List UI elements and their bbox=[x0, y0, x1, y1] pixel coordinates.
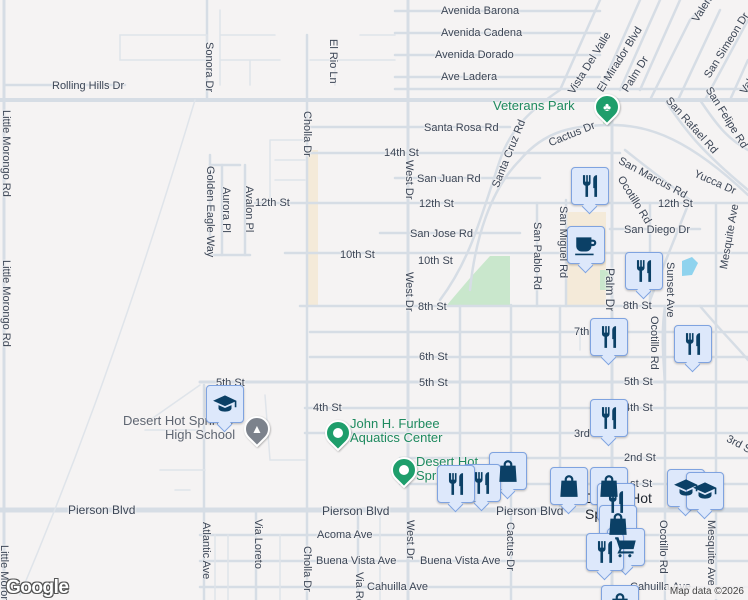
street-label-vertical: Via Real bbox=[353, 572, 365, 600]
street-label: Santa Rosa Rd bbox=[424, 122, 499, 134]
street-label-vertical: Aurora Pl bbox=[220, 187, 232, 233]
street-label-vertical: West Dr bbox=[403, 160, 415, 200]
street-label: 10th St bbox=[340, 249, 375, 261]
street-label-vertical: Golden Eagle Way bbox=[204, 166, 216, 258]
school-marker[interactable] bbox=[686, 472, 724, 510]
street-label: Rolling Hills Dr bbox=[52, 80, 125, 92]
poi-label-aquatics-center[interactable]: Aquatics Center bbox=[350, 430, 443, 445]
cafe-marker[interactable] bbox=[567, 226, 605, 264]
street-label: Avenida Dorado bbox=[435, 49, 514, 61]
graduation-cap-icon bbox=[212, 391, 238, 417]
street-label-vertical: Atlantic Ave bbox=[200, 522, 212, 580]
graduation-cap-icon bbox=[692, 478, 718, 504]
street-label-vertical: Sunset Ave bbox=[664, 262, 676, 318]
shopping-marker[interactable] bbox=[489, 452, 527, 490]
fork-knife-icon bbox=[443, 471, 469, 497]
street-label: 12th St bbox=[658, 198, 693, 210]
street-label-vertical: San Pablo Rd bbox=[531, 222, 543, 290]
street-label: Buena Vista Ave bbox=[420, 555, 501, 567]
major-road-label: Pierson Blvd bbox=[496, 504, 564, 518]
fork-knife-icon bbox=[596, 324, 622, 350]
google-logo[interactable]: Google bbox=[6, 577, 69, 598]
street-label: San Juan Rd bbox=[417, 173, 481, 185]
shopping-bag-icon bbox=[607, 591, 633, 600]
shopping-bag-icon bbox=[495, 458, 521, 484]
school-marker[interactable] bbox=[206, 385, 244, 423]
street-label: Acoma Ave bbox=[317, 529, 373, 541]
street-label-vertical: Cholla Dr bbox=[301, 546, 313, 592]
street-label-vertical: El Rio Ln bbox=[327, 39, 339, 84]
major-road-label: Pierson Blvd bbox=[322, 504, 390, 518]
street-label: 12th St bbox=[419, 198, 454, 210]
restaurant-marker[interactable] bbox=[586, 533, 624, 571]
restaurant-marker[interactable] bbox=[674, 325, 712, 363]
restaurant-marker[interactable] bbox=[437, 465, 475, 503]
street-label-vertical: Palm Dr bbox=[603, 268, 617, 312]
poi-label-high-school[interactable]: High School bbox=[165, 427, 236, 442]
restaurant-marker[interactable] bbox=[590, 318, 628, 356]
street-label: Ave Ladera bbox=[441, 71, 498, 83]
fork-knife-icon bbox=[680, 331, 706, 357]
street-label: 5th St bbox=[419, 377, 448, 389]
restaurant-marker[interactable] bbox=[571, 167, 609, 205]
street-label-vertical: Avalon Pl bbox=[243, 186, 255, 233]
street-label: 6th St bbox=[419, 351, 448, 363]
restaurant-marker[interactable] bbox=[590, 399, 628, 437]
street-label-vertical: Sonora Dr bbox=[203, 42, 215, 93]
major-road-label: Pierson Blvd bbox=[68, 503, 136, 517]
fork-knife-icon bbox=[631, 258, 657, 284]
street-label-vertical: Ocotillo Rd bbox=[648, 316, 660, 370]
street-label: 8th St bbox=[623, 300, 652, 312]
fork-knife-icon bbox=[577, 173, 603, 199]
street-label-vertical: Cholla Dr bbox=[301, 111, 313, 157]
street-label: Avenida Cadena bbox=[441, 27, 523, 39]
restaurant-marker[interactable] bbox=[463, 464, 501, 502]
street-label: 8th St bbox=[418, 301, 447, 313]
street-label-vertical: Via Loreto bbox=[252, 519, 264, 569]
restaurant-marker[interactable] bbox=[625, 252, 663, 290]
street-label-vertical: West Dr bbox=[403, 272, 415, 312]
street-label-vertical: Mesquite Ave bbox=[705, 520, 717, 586]
fork-knife-icon bbox=[592, 539, 618, 565]
shopping-marker[interactable] bbox=[601, 585, 639, 600]
tree-icon: ♣ bbox=[603, 100, 611, 114]
street-label: 2nd St bbox=[624, 452, 656, 464]
graduation-cap-icon: ▲ bbox=[251, 422, 263, 436]
street-label: 14th St bbox=[384, 147, 419, 159]
street-label: San Jose Rd bbox=[410, 228, 473, 240]
poi-label-aquatics-center[interactable]: John H. Furbee bbox=[350, 416, 440, 431]
street-label-vertical: Cactus Dr bbox=[504, 522, 516, 571]
street-label: 12th St bbox=[255, 197, 290, 209]
street-label: Avenida Barona bbox=[441, 5, 520, 17]
shopping-marker[interactable] bbox=[550, 467, 588, 505]
street-label: Buena Vista Ave bbox=[316, 555, 397, 567]
street-label: San Diego Dr bbox=[624, 224, 691, 236]
street-label-vertical: Ocotillo Rd bbox=[657, 520, 669, 574]
street-label: 4th St bbox=[624, 402, 653, 414]
street-label: Cahuilla Ave bbox=[367, 581, 428, 593]
shopping-bag-icon bbox=[556, 473, 582, 499]
street-label-vertical: Little Morongo Rd bbox=[0, 260, 12, 347]
street-label-vertical: Little Morongo Rd bbox=[0, 110, 12, 197]
street-label: 10th St bbox=[418, 255, 453, 267]
poi-label-veterans-park[interactable]: Veterans Park bbox=[493, 98, 575, 113]
coffee-cup-icon bbox=[573, 232, 599, 258]
street-label: 4th St bbox=[313, 402, 342, 414]
street-label-vertical: West Dr bbox=[404, 520, 416, 560]
map-attribution[interactable]: Map data ©2026 bbox=[665, 585, 748, 599]
fork-knife-icon bbox=[469, 470, 495, 496]
street-label: 5th St bbox=[624, 376, 653, 388]
fork-knife-icon bbox=[596, 405, 622, 431]
